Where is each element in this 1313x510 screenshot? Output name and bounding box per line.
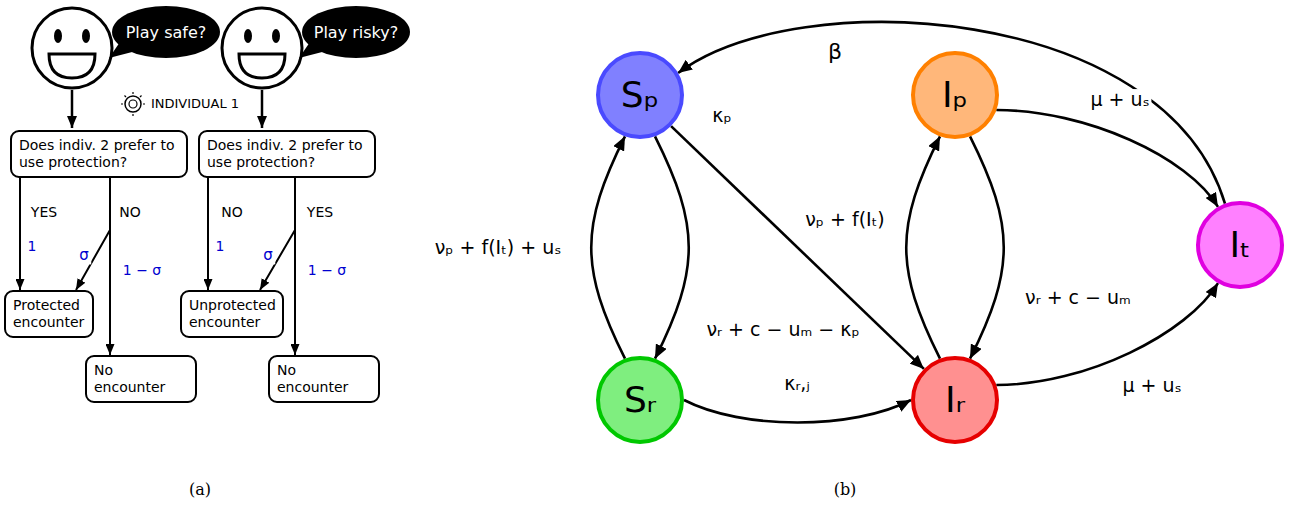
face-arrow xyxy=(261,90,264,128)
face-outline xyxy=(222,8,302,88)
face-outline xyxy=(32,8,112,88)
process-box: Does indiv. 2 prefer to use protection? xyxy=(10,130,188,178)
node-text: Play risky? xyxy=(314,23,398,42)
condom-ring xyxy=(125,96,141,112)
edge-label: YES xyxy=(29,204,59,220)
process-box: Does indiv. 2 prefer to use protection? xyxy=(198,130,376,178)
circle-shape xyxy=(913,358,997,442)
edge-label: 1 − σ xyxy=(306,262,348,278)
connector-arrow xyxy=(109,178,111,355)
connector-arrow xyxy=(906,136,940,358)
edge-label: μ + uₛ xyxy=(1120,375,1183,397)
node-text: No encounter xyxy=(94,362,165,395)
edge-label: σ xyxy=(77,247,91,264)
circle-shape xyxy=(913,53,997,137)
speech-bubble: Play safe? xyxy=(112,6,220,58)
edge-label: β xyxy=(826,39,844,64)
connector-arrow xyxy=(19,178,21,290)
process-box: No encounter xyxy=(268,355,380,403)
branch-answer: NO xyxy=(117,204,143,220)
face-mouth xyxy=(49,54,95,78)
edge-label: νₚ + f(Iₜ) + uₛ xyxy=(433,237,564,259)
node-text: Sₚ xyxy=(621,77,659,113)
edge-label: νᵣ + c − uₘ xyxy=(1023,287,1133,309)
process-box: Unprotected encounter xyxy=(180,290,284,338)
state-circle: Iₜ xyxy=(1196,201,1284,289)
branch-probability: 1 xyxy=(26,238,39,254)
connector-arrow xyxy=(970,136,1004,358)
edge-label: νₚ + f(Iₜ) xyxy=(803,209,886,231)
node-text: No encounter xyxy=(277,362,348,395)
state-circle: Iₚ xyxy=(911,51,999,139)
face-mouth xyxy=(239,54,285,78)
face-eye xyxy=(54,29,62,43)
face-eye xyxy=(82,29,90,43)
node-text: Unprotected encounter xyxy=(189,297,276,330)
connector-arrow xyxy=(76,178,110,290)
speech-bubble: Play risky? xyxy=(302,6,410,58)
connector-arrow xyxy=(671,126,924,369)
edge-label: κᵣ,ⱼ xyxy=(782,373,811,395)
connector-arrow xyxy=(655,136,689,358)
panel-caption: (a) xyxy=(187,481,213,499)
connector-arrow xyxy=(591,136,625,358)
node-text: Does indiv. 2 prefer to use protection? xyxy=(207,137,362,170)
node-text: Iₜ xyxy=(1229,227,1250,263)
face-arrow xyxy=(71,90,74,128)
edge-label: 1 − σ xyxy=(121,262,163,278)
branch-answer: YES xyxy=(305,204,335,220)
branch-probability: 1 xyxy=(214,238,227,254)
node-text: Iₚ xyxy=(942,77,968,113)
smiley-face xyxy=(32,8,112,88)
node-text: Does indiv. 2 prefer to use protection? xyxy=(19,137,174,170)
bubble-tail xyxy=(109,42,136,58)
state-circle: Iᵣ xyxy=(911,356,999,444)
connector-arrow xyxy=(294,178,296,355)
condom-icon xyxy=(121,92,145,116)
edge-label: NO xyxy=(219,204,245,220)
condom-ring xyxy=(129,100,137,108)
connector-arrow xyxy=(207,178,209,290)
connector-arrow xyxy=(996,110,1218,207)
edge-label: σ xyxy=(261,247,275,264)
edge-label: νᵣ + c − uₘ − κₚ xyxy=(704,319,861,341)
face-eye xyxy=(244,29,252,43)
circle-shape xyxy=(598,53,682,137)
state-circle: Sₚ xyxy=(596,51,684,139)
process-box: Protected encounter xyxy=(4,290,94,338)
edge-label: μ + uₛ xyxy=(1088,89,1151,111)
connector-arrow xyxy=(684,400,911,423)
face-eye xyxy=(272,29,280,43)
panel-caption: (b) xyxy=(832,481,859,499)
connector-arrow xyxy=(996,283,1218,385)
circle-shape xyxy=(598,358,682,442)
node-text: Sᵣ xyxy=(624,382,656,418)
bubble-tail xyxy=(299,42,326,58)
figure-label: INDIVIDUAL 1 xyxy=(149,97,241,112)
node-text: Protected encounter xyxy=(13,297,84,330)
smiley-face xyxy=(222,8,302,88)
circle-shape xyxy=(1198,203,1282,287)
state-circle: Sᵣ xyxy=(596,356,684,444)
node-text: Iᵣ xyxy=(945,382,965,418)
node-text: Play safe? xyxy=(126,23,207,42)
process-box: No encounter xyxy=(85,355,197,403)
edge-label: κₚ xyxy=(710,105,733,127)
condom-ridges xyxy=(121,92,145,116)
connector-arrow xyxy=(678,22,1225,204)
connector-arrow xyxy=(260,178,295,290)
